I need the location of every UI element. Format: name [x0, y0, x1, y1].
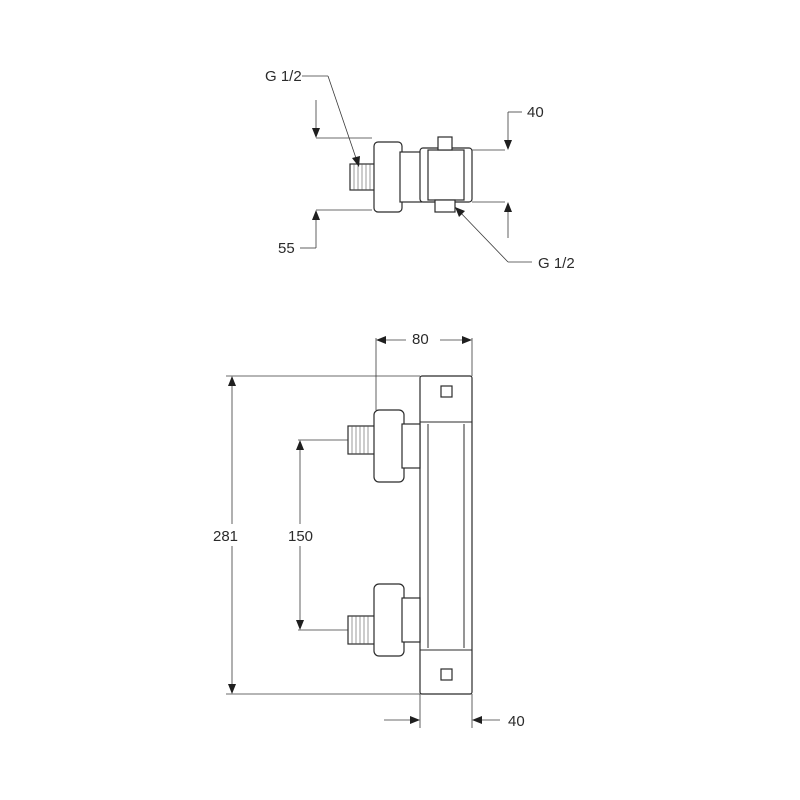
upper-inlet-fitting [347, 409, 421, 483]
dimension-55: 55 [278, 100, 372, 257]
dimension-40-top: 40 [504, 104, 544, 238]
offset-dimension-label: 40 [527, 104, 544, 121]
top-view: 55 40 G 1/2 G 1/2 [265, 68, 575, 272]
dimension-40-front: 40 [384, 694, 525, 730]
lower-inlet-fitting [347, 583, 421, 657]
bar-depth-dimension-label: 40 [508, 713, 525, 730]
depth-dimension-label: 55 [278, 240, 295, 257]
thermostat-bar [419, 375, 473, 695]
outlet-thread-leader: G 1/2 [455, 207, 575, 272]
inlet-thread-label: G 1/2 [265, 68, 302, 85]
dimension-80: 80 [375, 328, 473, 410]
dimension-281: 281 [212, 375, 420, 695]
dimension-150: 150 [282, 439, 348, 631]
top-view-valve-body [419, 136, 505, 213]
front-view: 80 281 150 [212, 328, 525, 730]
inlet-spacing-dimension-label: 150 [288, 528, 313, 545]
height-dimension-label: 281 [213, 528, 238, 545]
inlet-thread-leader: G 1/2 [265, 68, 360, 167]
outlet-thread-label: G 1/2 [538, 255, 575, 272]
top-view-inlet-fitting [349, 141, 423, 213]
width-dimension-label: 80 [412, 331, 429, 348]
